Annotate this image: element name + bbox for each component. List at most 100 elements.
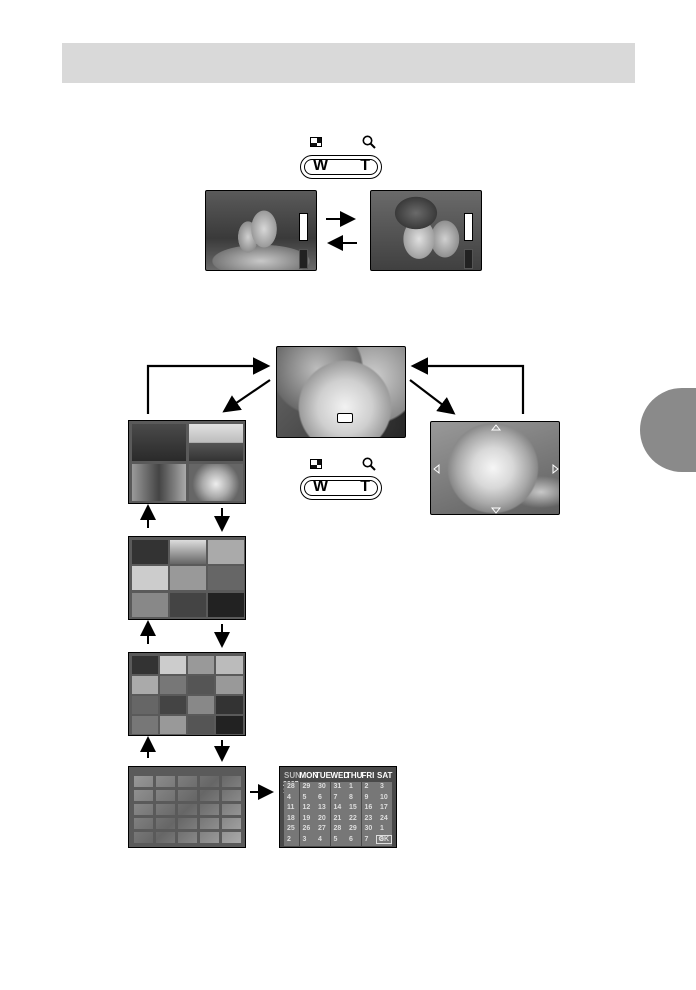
zoom-lever[interactable]: W T [300,155,382,179]
calendar-day-cell[interactable] [377,824,392,835]
index-view-25 [128,766,246,848]
protect-icon [337,413,353,423]
index-view-16 [128,652,246,736]
calendar-day-cell[interactable] [361,824,377,835]
calendar-day-cell[interactable] [346,824,361,835]
zoom-indicator-fill [299,249,308,269]
calendar-day-cell[interactable] [315,803,330,814]
calendar-day-number: 8 [349,793,353,801]
calendar-day-cell[interactable] [284,792,299,804]
calendar-weekday: MON [299,771,319,780]
calendar-day-number: 9 [364,793,369,801]
calendar-day-number: 30 [318,783,326,790]
ok-hint: OK [375,835,392,844]
calendar-day-cell[interactable] [284,834,299,846]
calendar-day-cell[interactable] [330,813,346,825]
calendar-weekday: SUN [284,771,301,780]
calendar-day-number: 18 [287,814,295,822]
calendar-day-cell[interactable] [330,803,346,814]
calendar-day-cell[interactable] [299,803,315,814]
index-view-9 [128,536,246,620]
calendar-weekday: WED [330,771,350,780]
calendar-day-cell[interactable] [346,782,361,793]
index-view-4 [128,420,246,504]
playback-photo-normal [205,190,317,271]
zoom-lever-tele-label: T [360,478,370,495]
calendar-day-number: 3 [302,835,307,843]
calendar-day-number: 10 [380,793,388,801]
calendar-day-cell[interactable] [299,782,315,793]
calendar-day-number: 5 [302,793,307,801]
calendar-day-cell[interactable] [284,782,299,793]
calendar-weekday: SAT [377,771,393,780]
calendar-day-number: 27 [318,825,326,832]
calendar-day-cell[interactable] [284,813,299,825]
zoom-indicator-fill [464,249,473,269]
calendar-day-number: 5 [333,835,338,843]
calendar-day-cell[interactable] [315,834,330,846]
calendar-day-number: 17 [380,804,388,811]
zoom-lever-wide-label: W [313,157,329,174]
calendar-day-cell[interactable] [315,824,330,835]
calendar-day-number: 26 [302,825,311,832]
calendar-day-cell[interactable] [361,803,377,814]
calendar-day-number: 22 [349,814,357,822]
calendar-day-cell[interactable] [377,792,392,804]
calendar-day-number: 7 [333,793,338,801]
calendar-day-number: 19 [302,814,311,822]
calendar-day-cell[interactable] [361,834,377,846]
calendar-day-cell[interactable] [299,824,315,835]
calendar-day-cell[interactable] [330,782,346,793]
calendar-day-cell[interactable] [299,792,315,804]
calendar-view: SUNMONTUEWEDTHUFRISAT2007112829303112345… [279,766,397,848]
calendar-day-number: 2 [287,835,291,843]
calendar-day-cell[interactable] [346,834,361,846]
close-up-playback-screen [430,421,560,515]
calendar-day-number: 30 [364,825,373,832]
zoom-lever-tele-label: T [360,157,370,174]
calendar-day-cell[interactable] [330,792,346,804]
calendar-day-cell[interactable] [346,803,361,814]
calendar-day-number: 4 [287,793,291,801]
calendar-day-number: 28 [333,825,342,832]
calendar-day-cell[interactable] [377,782,392,793]
calendar-day-number: 31 [333,783,342,790]
calendar-day-cell[interactable] [377,803,392,814]
calendar-day-cell[interactable] [330,834,346,846]
calendar-day-cell[interactable] [299,834,315,846]
calendar-day-cell[interactable] [361,782,377,793]
single-frame-playback-screen [276,346,406,438]
calendar-day-cell[interactable] [330,824,346,835]
calendar-day-cell[interactable] [284,803,299,814]
calendar-day-cell[interactable] [361,813,377,825]
section-heading-bar [62,43,635,83]
calendar-day-cell[interactable] [284,824,299,835]
calendar-day-cell[interactable] [377,813,392,825]
calendar-day-cell[interactable] [299,813,315,825]
zoom-lever[interactable]: W T [300,476,382,500]
calendar-day-cell[interactable] [377,834,392,846]
calendar-day-number: 8 [380,835,384,843]
calendar-day-number: 25 [287,825,295,832]
calendar-day-number: 6 [318,793,322,801]
calendar-day-cell[interactable] [346,792,361,804]
calendar-day-number: 23 [364,814,373,822]
calendar-day-number: 11 [287,804,295,811]
calendar-day-number: 15 [349,804,357,811]
playback-photo-enlarged [370,190,482,271]
calendar-day-number: 20 [318,814,326,822]
calendar-day-cell[interactable] [315,792,330,804]
calendar-day-cell[interactable] [315,813,330,825]
calendar-day-cell[interactable] [346,813,361,825]
calendar-day-number: 29 [302,783,311,790]
calendar-day-number: 16 [364,804,373,811]
calendar-weekday: FRI [361,771,375,780]
zoom-indicator [299,213,308,241]
calendar-day-cell[interactable] [315,782,330,793]
calendar-day-number: 1 [380,825,384,832]
calendar-day-number: 1 [349,783,353,790]
index-grid-icon [310,459,322,469]
calendar-day-number: 21 [333,814,342,822]
calendar-day-cell[interactable] [361,792,377,804]
